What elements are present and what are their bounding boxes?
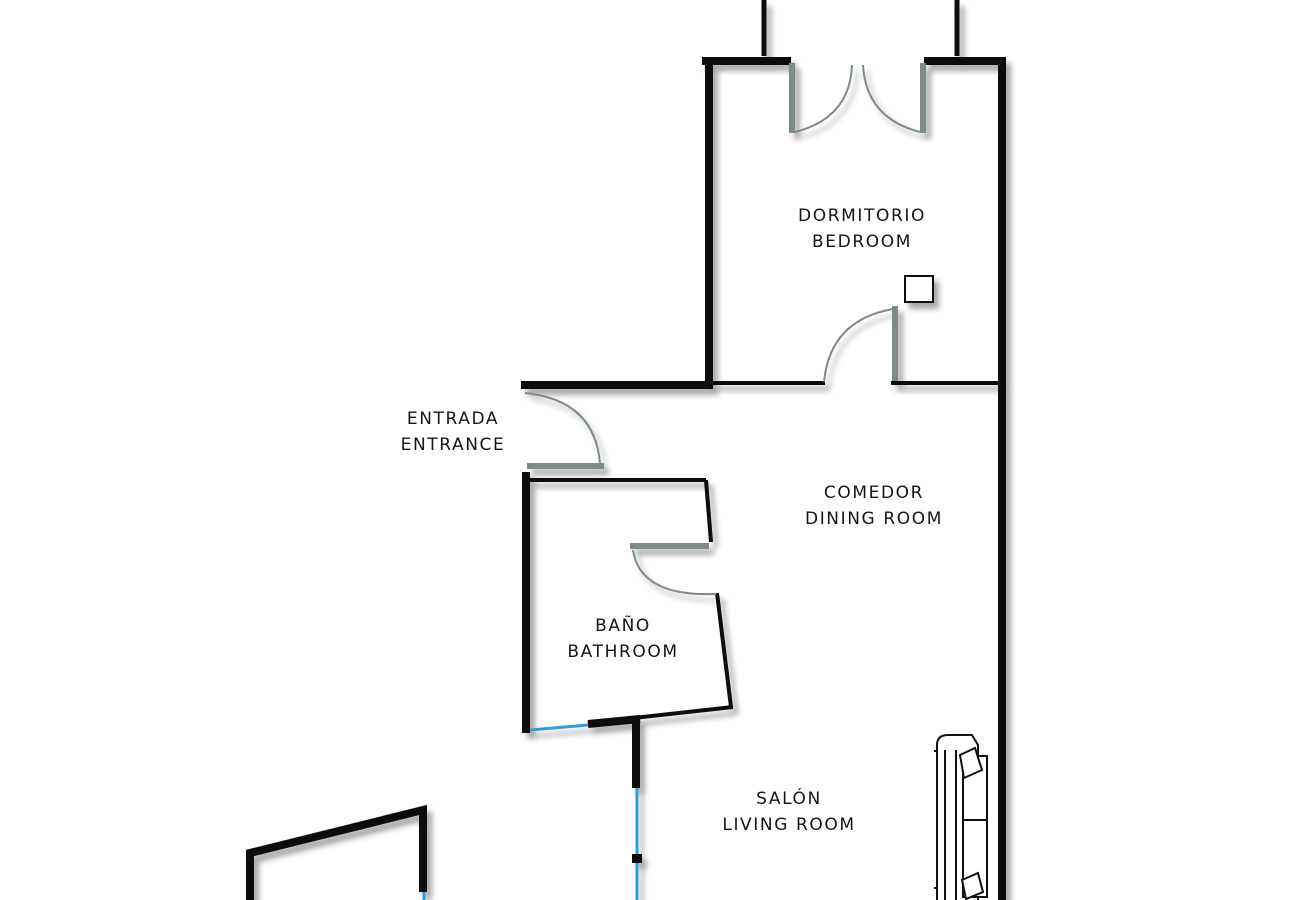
room-name-es: COMEDOR bbox=[823, 483, 925, 503]
room-name-en: LIVING ROOM bbox=[722, 815, 856, 835]
room-label-living: SALÓN LIVING ROOM bbox=[722, 786, 855, 838]
room-label-bedroom: DORMITORIO BEDROOM bbox=[798, 203, 926, 255]
bedroom-walls bbox=[702, 57, 1006, 900]
room-name-es: SALÓN bbox=[756, 789, 822, 809]
bathroom-window-icon bbox=[529, 723, 589, 732]
room-label-bathroom: BAÑO BATHROOM bbox=[567, 613, 678, 665]
bathroom-door-icon bbox=[630, 543, 717, 596]
room-name-es: ENTRADA bbox=[406, 409, 500, 429]
room-name-en: ENTRANCE bbox=[400, 435, 506, 455]
lower-terrace-walls bbox=[246, 804, 427, 900]
terrace-walls bbox=[761, 0, 960, 56]
room-name-es: DORMITORIO bbox=[798, 206, 926, 226]
room-name-en: BATHROOM bbox=[567, 642, 679, 662]
room-name-en: BEDROOM bbox=[812, 232, 912, 252]
entrance-door-icon bbox=[524, 392, 604, 469]
room-name-es: BAÑO bbox=[595, 616, 651, 636]
room-label-dining: COMEDOR DINING ROOM bbox=[805, 480, 943, 532]
double-door-icon bbox=[789, 63, 926, 133]
bedroom-door-icon bbox=[823, 306, 898, 383]
column-icon bbox=[904, 275, 934, 303]
living-partition bbox=[632, 718, 642, 900]
sofa-icon bbox=[934, 734, 988, 900]
room-name-en: DINING ROOM bbox=[805, 509, 943, 529]
bathroom-walls bbox=[522, 472, 734, 733]
room-label-entrance: ENTRADA ENTRANCE bbox=[401, 406, 506, 458]
